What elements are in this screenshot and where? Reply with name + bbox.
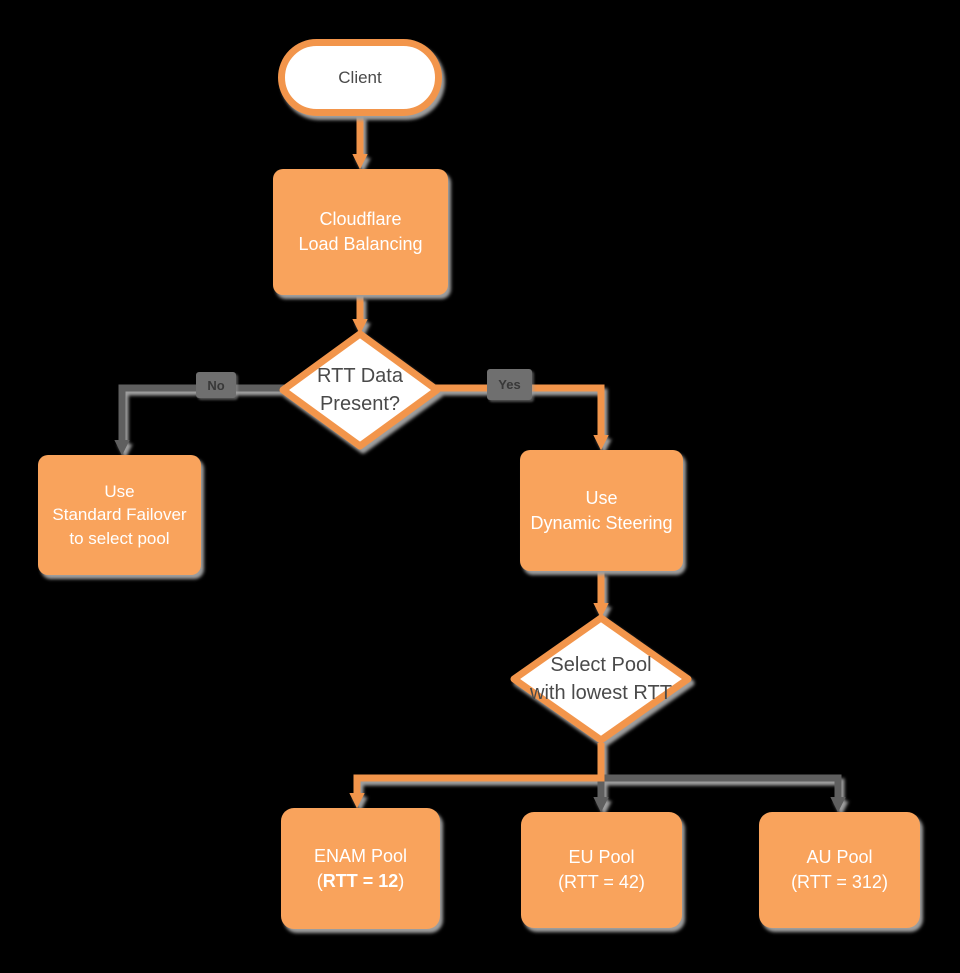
rtt-decision-diamond: [279, 330, 441, 450]
enam-pool-line1: ENAM Pool: [313, 845, 408, 866]
client-label: Client: [338, 67, 382, 87]
eu-pool-line2: (RTT = 42): [558, 872, 645, 892]
au-pool-line1: AU Pool: [806, 847, 873, 868]
enam-pool-line2: (RTT = 12): [316, 870, 405, 891]
standard-failover-node: Use Standard Failover to select pool: [38, 455, 201, 575]
standard-failover-line2: Standard Failover: [52, 505, 187, 525]
enam-pool-node: ENAM Pool (RTT = 12): [281, 808, 440, 929]
load-balancer-node: Cloudflare Load Balancing: [273, 169, 448, 295]
dynamic-steering-line1: Use: [585, 487, 618, 508]
dynamic-steering-node: Use Dynamic Steering: [520, 450, 683, 571]
connector-to-enam-pool: [349, 743, 605, 809]
edge-label-yes: Yes: [487, 369, 532, 400]
load-balancer-label-line1: Cloudflare: [319, 209, 402, 230]
connector-to-au-pool: [601, 774, 846, 813]
pool-decision-diamond: [510, 614, 692, 744]
standard-failover-line1: Use: [104, 481, 135, 501]
dynamic-steering-line2: Dynamic Steering: [530, 512, 673, 533]
client-node: Client: [278, 39, 442, 116]
standard-failover-line3: to select pool: [69, 528, 170, 548]
edge-label-no: No: [196, 372, 236, 398]
au-pool-node: AU Pool (RTT = 312): [759, 812, 920, 928]
au-pool-line2: (RTT = 312): [791, 872, 888, 892]
load-balancer-label-line2: Load Balancing: [298, 234, 423, 254]
eu-pool-line1: EU Pool: [568, 847, 635, 868]
eu-pool-node: EU Pool (RTT = 42): [521, 812, 682, 928]
